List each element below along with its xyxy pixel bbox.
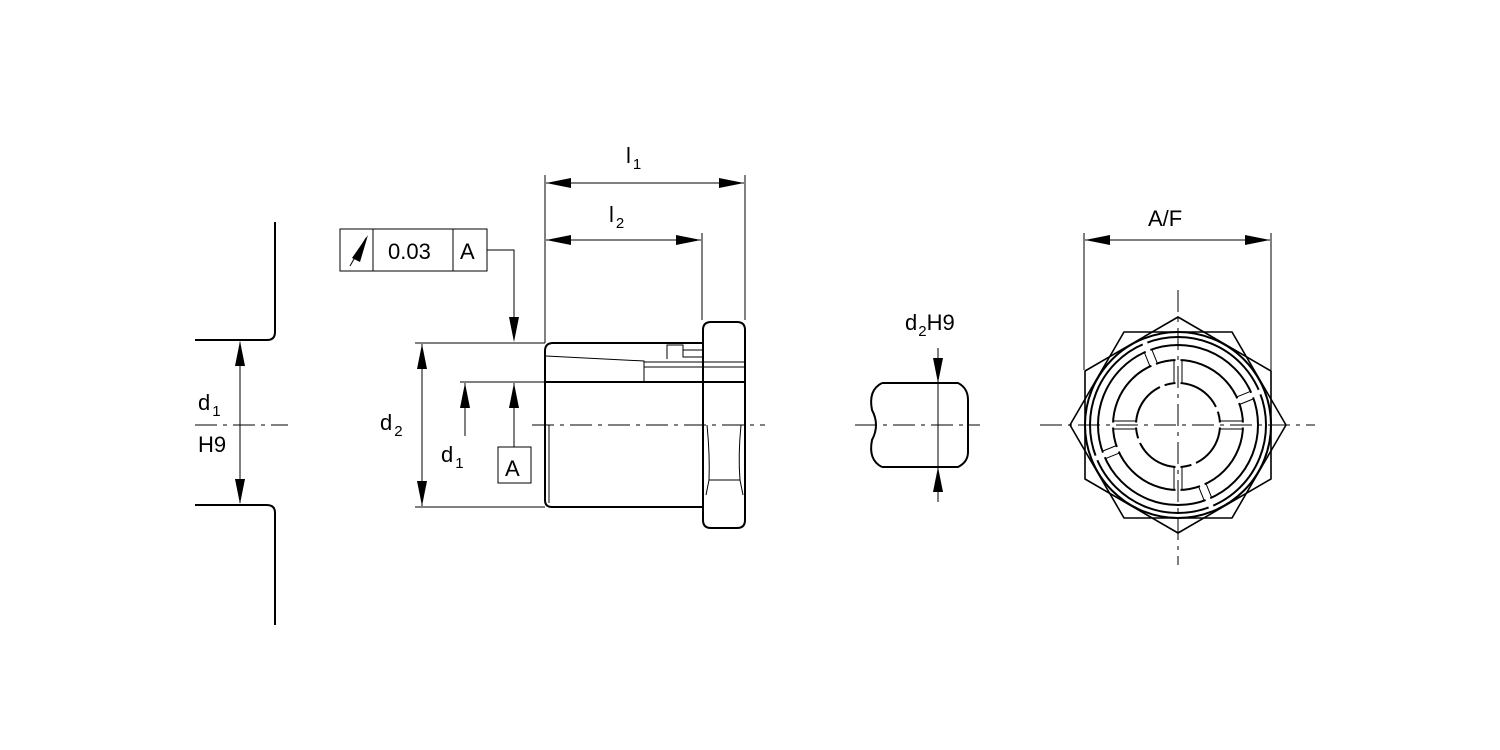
arrow-icon [546, 178, 571, 188]
arrow-icon [509, 317, 519, 342]
arrow-icon [509, 383, 519, 408]
arrow-icon [417, 481, 427, 506]
af-label: A/F [1148, 206, 1182, 231]
slot-step [666, 344, 703, 359]
bore-slot-edges [1114, 361, 1242, 489]
arrow-icon [1085, 235, 1110, 245]
arrow-icon [546, 235, 571, 245]
arrow-icon [933, 467, 943, 492]
arrow-icon [460, 383, 470, 408]
datum-box [497, 446, 532, 484]
arrow-icon [235, 479, 245, 504]
end-view: A/F [1040, 206, 1315, 565]
hex-flange-outline [702, 321, 746, 529]
tolerance-value: 0.03 [388, 239, 431, 264]
ring-slots [1093, 340, 1263, 510]
shaft-outline [882, 382, 969, 468]
hole-wall-bottom [195, 504, 276, 625]
shaft-d2h9-label: d2H9 [905, 310, 955, 340]
shaft-view: d2H9 [855, 310, 980, 502]
tolerance-datum: A [460, 239, 475, 264]
bush-body-outline [544, 342, 703, 508]
arrow-icon [676, 235, 701, 245]
arrow-icon [933, 358, 943, 383]
tolerance-leader [487, 249, 515, 340]
arrow-icon [1245, 235, 1270, 245]
arrow-icon [719, 178, 744, 188]
hole-h9-label: H9 [198, 432, 226, 457]
arrow-icon [417, 344, 427, 369]
datum-label: A [505, 456, 520, 481]
circular-runout-icon [349, 235, 368, 267]
ring-slot-edges [1102, 349, 1254, 501]
arrow-icon [235, 341, 245, 366]
taper-lines [545, 355, 745, 382]
hex-face-lines [705, 424, 744, 496]
hole-wall-top [195, 222, 276, 341]
